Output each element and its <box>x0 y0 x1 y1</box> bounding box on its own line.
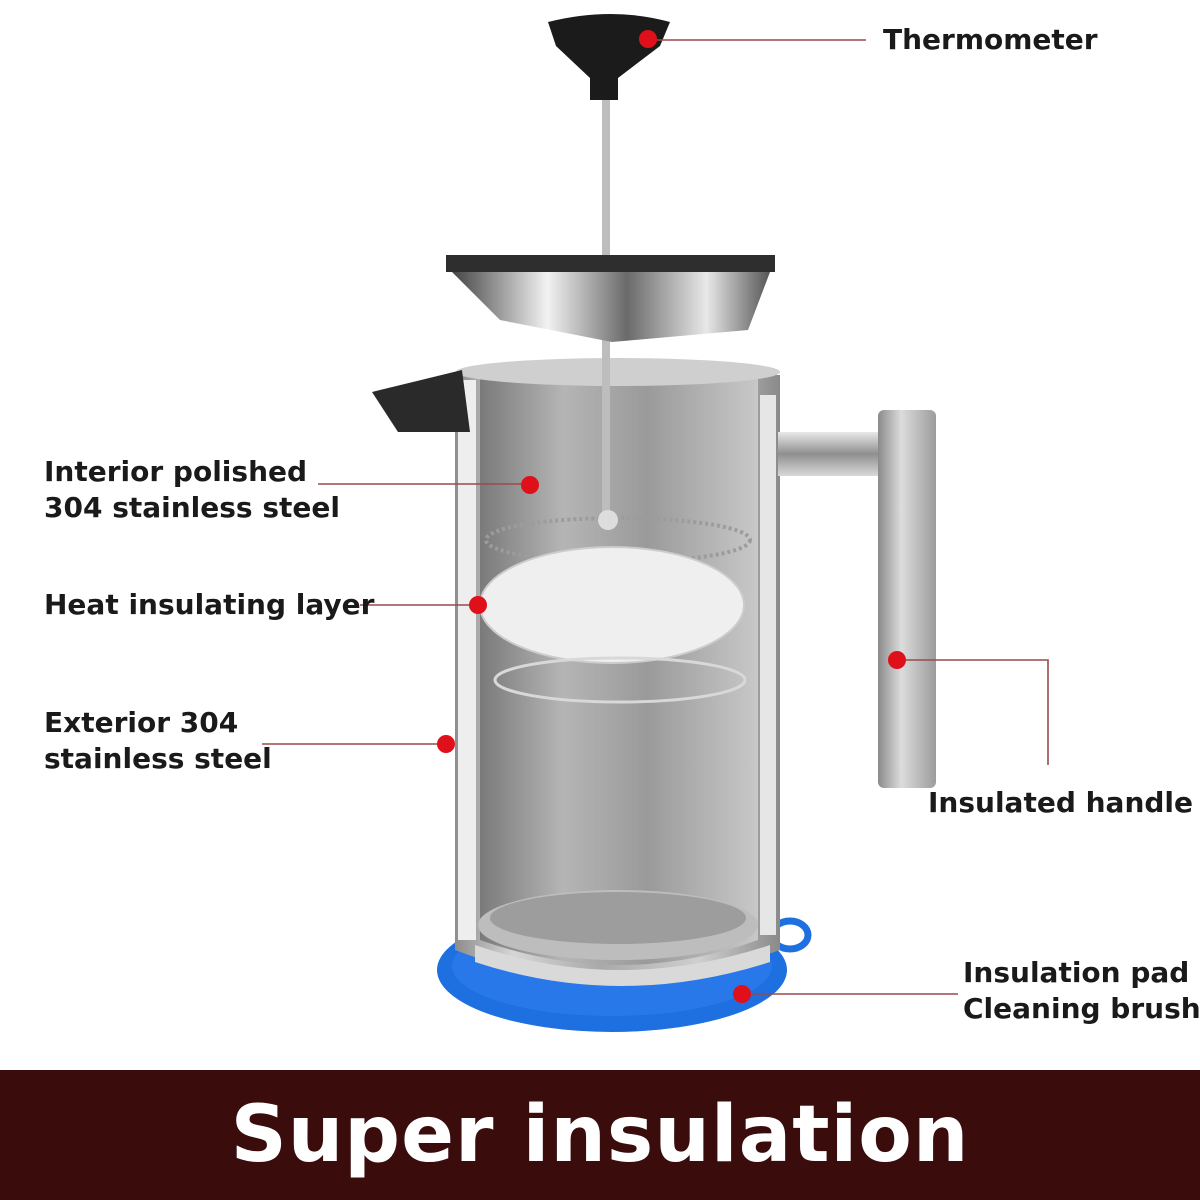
heat-layer-label-text: Heat insulating layer <box>44 588 375 621</box>
exterior-label-line-1: Exterior 304 <box>44 706 239 739</box>
interior-label-line-2: 304 stainless steel <box>44 491 340 524</box>
handle-label-text: Insulated handle <box>928 786 1194 819</box>
interior-callout-dot <box>521 476 539 494</box>
interior-label-line-1: Interior polished <box>44 455 308 488</box>
pad-callout-dot <box>733 985 751 1003</box>
heat-layer-callout-dot <box>469 596 487 614</box>
pad-label-line-1: Insulation pad <box>963 956 1190 989</box>
pad-label: Insulation pad Cleaning brush <box>963 955 1200 1027</box>
exterior-label: Exterior 304 stainless steel <box>44 705 272 777</box>
banner-title: Super insulation <box>230 1090 970 1180</box>
pad-label-line-2: Cleaning brush <box>963 992 1200 1025</box>
handle-callout-dot <box>888 651 906 669</box>
bottom-banner: Super insulation <box>0 1070 1200 1200</box>
press-body <box>455 358 780 986</box>
thermometer-callout-dot <box>639 30 657 48</box>
exterior-label-line-2: stainless steel <box>44 742 272 775</box>
thermometer-knob <box>548 14 670 100</box>
leader-lines <box>262 39 1049 995</box>
thermometer-label: Thermometer <box>883 22 1098 58</box>
handle <box>778 410 936 788</box>
heat-layer-label: Heat insulating layer <box>44 587 374 623</box>
thermometer-label-text: Thermometer <box>883 23 1098 56</box>
spout <box>372 370 470 432</box>
exterior-callout-dot <box>437 735 455 753</box>
interior-label: Interior polished 304 stainless steel <box>44 454 340 526</box>
lid <box>446 255 775 342</box>
handle-label: Insulated handle <box>928 785 1193 821</box>
